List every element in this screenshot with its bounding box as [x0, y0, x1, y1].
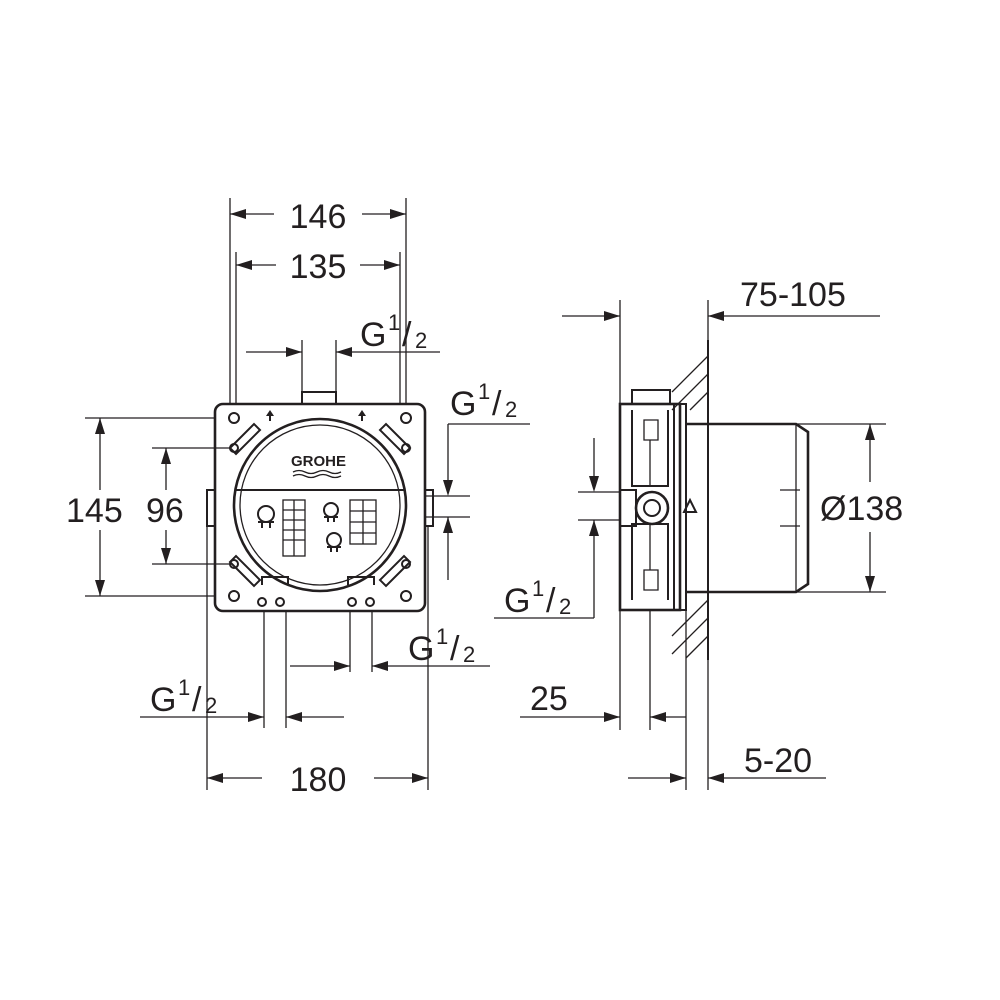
brand-logo: GROHE: [291, 453, 346, 470]
thread-right-den: 2: [505, 397, 517, 422]
dim-5-20-label: 5-20: [744, 742, 812, 780]
side-extension-lines: [578, 300, 886, 790]
thread-br-slash: /: [450, 630, 460, 668]
dim-145: 145: [66, 418, 123, 596]
dim-180: 180: [207, 761, 428, 799]
trim-cover: [686, 422, 810, 594]
thread-right-num: 1: [478, 379, 490, 404]
thread-br-den: 2: [463, 642, 475, 667]
thread-top-slash: /: [402, 316, 412, 354]
valve-label-grid: [282, 499, 377, 557]
thread-bl-g: G: [150, 681, 176, 719]
dim-75-105-label: 75-105: [740, 276, 846, 314]
thread-top: G 1 / 2: [246, 310, 440, 357]
thread-side-num: 1: [532, 576, 544, 601]
bottom-port-left: [261, 576, 289, 585]
thread-bl-den: 2: [205, 693, 217, 718]
bottom-port-right: [347, 576, 375, 585]
dim-135: 135: [236, 248, 400, 286]
thread-right-slash: /: [492, 385, 502, 423]
dim-135-label: 135: [290, 248, 347, 286]
thread-top-den: 2: [415, 328, 427, 353]
right-side-stub: [424, 489, 434, 527]
trim-slot: [780, 489, 800, 527]
body-rear: [618, 402, 682, 612]
front-extension-lines: [85, 198, 470, 790]
thread-bottom-right: G 1 / 2: [290, 624, 490, 671]
thread-bottom-left: G 1 / 2: [140, 675, 344, 722]
dim-75-105: 75-105: [562, 276, 880, 321]
logo-wave-icon: [292, 469, 342, 475]
dim-146-label: 146: [290, 198, 347, 236]
thread-top-num: 1: [388, 310, 400, 335]
thread-side-g: G: [504, 582, 530, 620]
dim-5-20: 5-20: [628, 742, 826, 783]
front-view: GROHE: [66, 198, 530, 799]
dim-146: 146: [230, 198, 406, 236]
thread-bl-slash: /: [192, 681, 202, 719]
housing-circle-outer: [232, 417, 408, 593]
logo-wave-icon-2: [292, 473, 342, 479]
dim-25: 25: [520, 680, 686, 722]
thread-top-g: G: [360, 316, 386, 354]
thread-right: G 1 / 2: [443, 379, 530, 580]
side-inlet-fitting: [619, 489, 670, 527]
housing-circle-inner: [239, 424, 401, 586]
dim-138-label: Ø138: [820, 490, 903, 528]
dim-145-label: 145: [66, 492, 123, 530]
dim-138: Ø138: [820, 424, 903, 592]
mounting-plate: [213, 402, 427, 613]
up-arrow-icons: [266, 410, 366, 421]
dim-25-label: 25: [530, 680, 568, 718]
level-marker-icon: [682, 497, 698, 513]
dim-96-label: 96: [146, 492, 184, 530]
dim-96: 96: [146, 448, 184, 564]
valve-symbol-icons: [257, 502, 342, 552]
side-view: 75-105 Ø138 G 1 / 2 25: [494, 276, 903, 790]
thread-side-den: 2: [559, 594, 571, 619]
body-top-cap: [631, 389, 671, 404]
thread-right-g: G: [450, 385, 476, 423]
thread-br-num: 1: [436, 624, 448, 649]
thread-side: G 1 / 2: [494, 438, 599, 620]
dim-180-label: 180: [290, 761, 347, 799]
left-side-stub: [206, 489, 216, 527]
mounting-holes: [228, 412, 412, 607]
thread-side-slash: /: [546, 582, 556, 620]
thread-bl-num: 1: [178, 675, 190, 700]
thread-br-g: G: [408, 630, 434, 668]
top-outlet: [301, 391, 337, 404]
